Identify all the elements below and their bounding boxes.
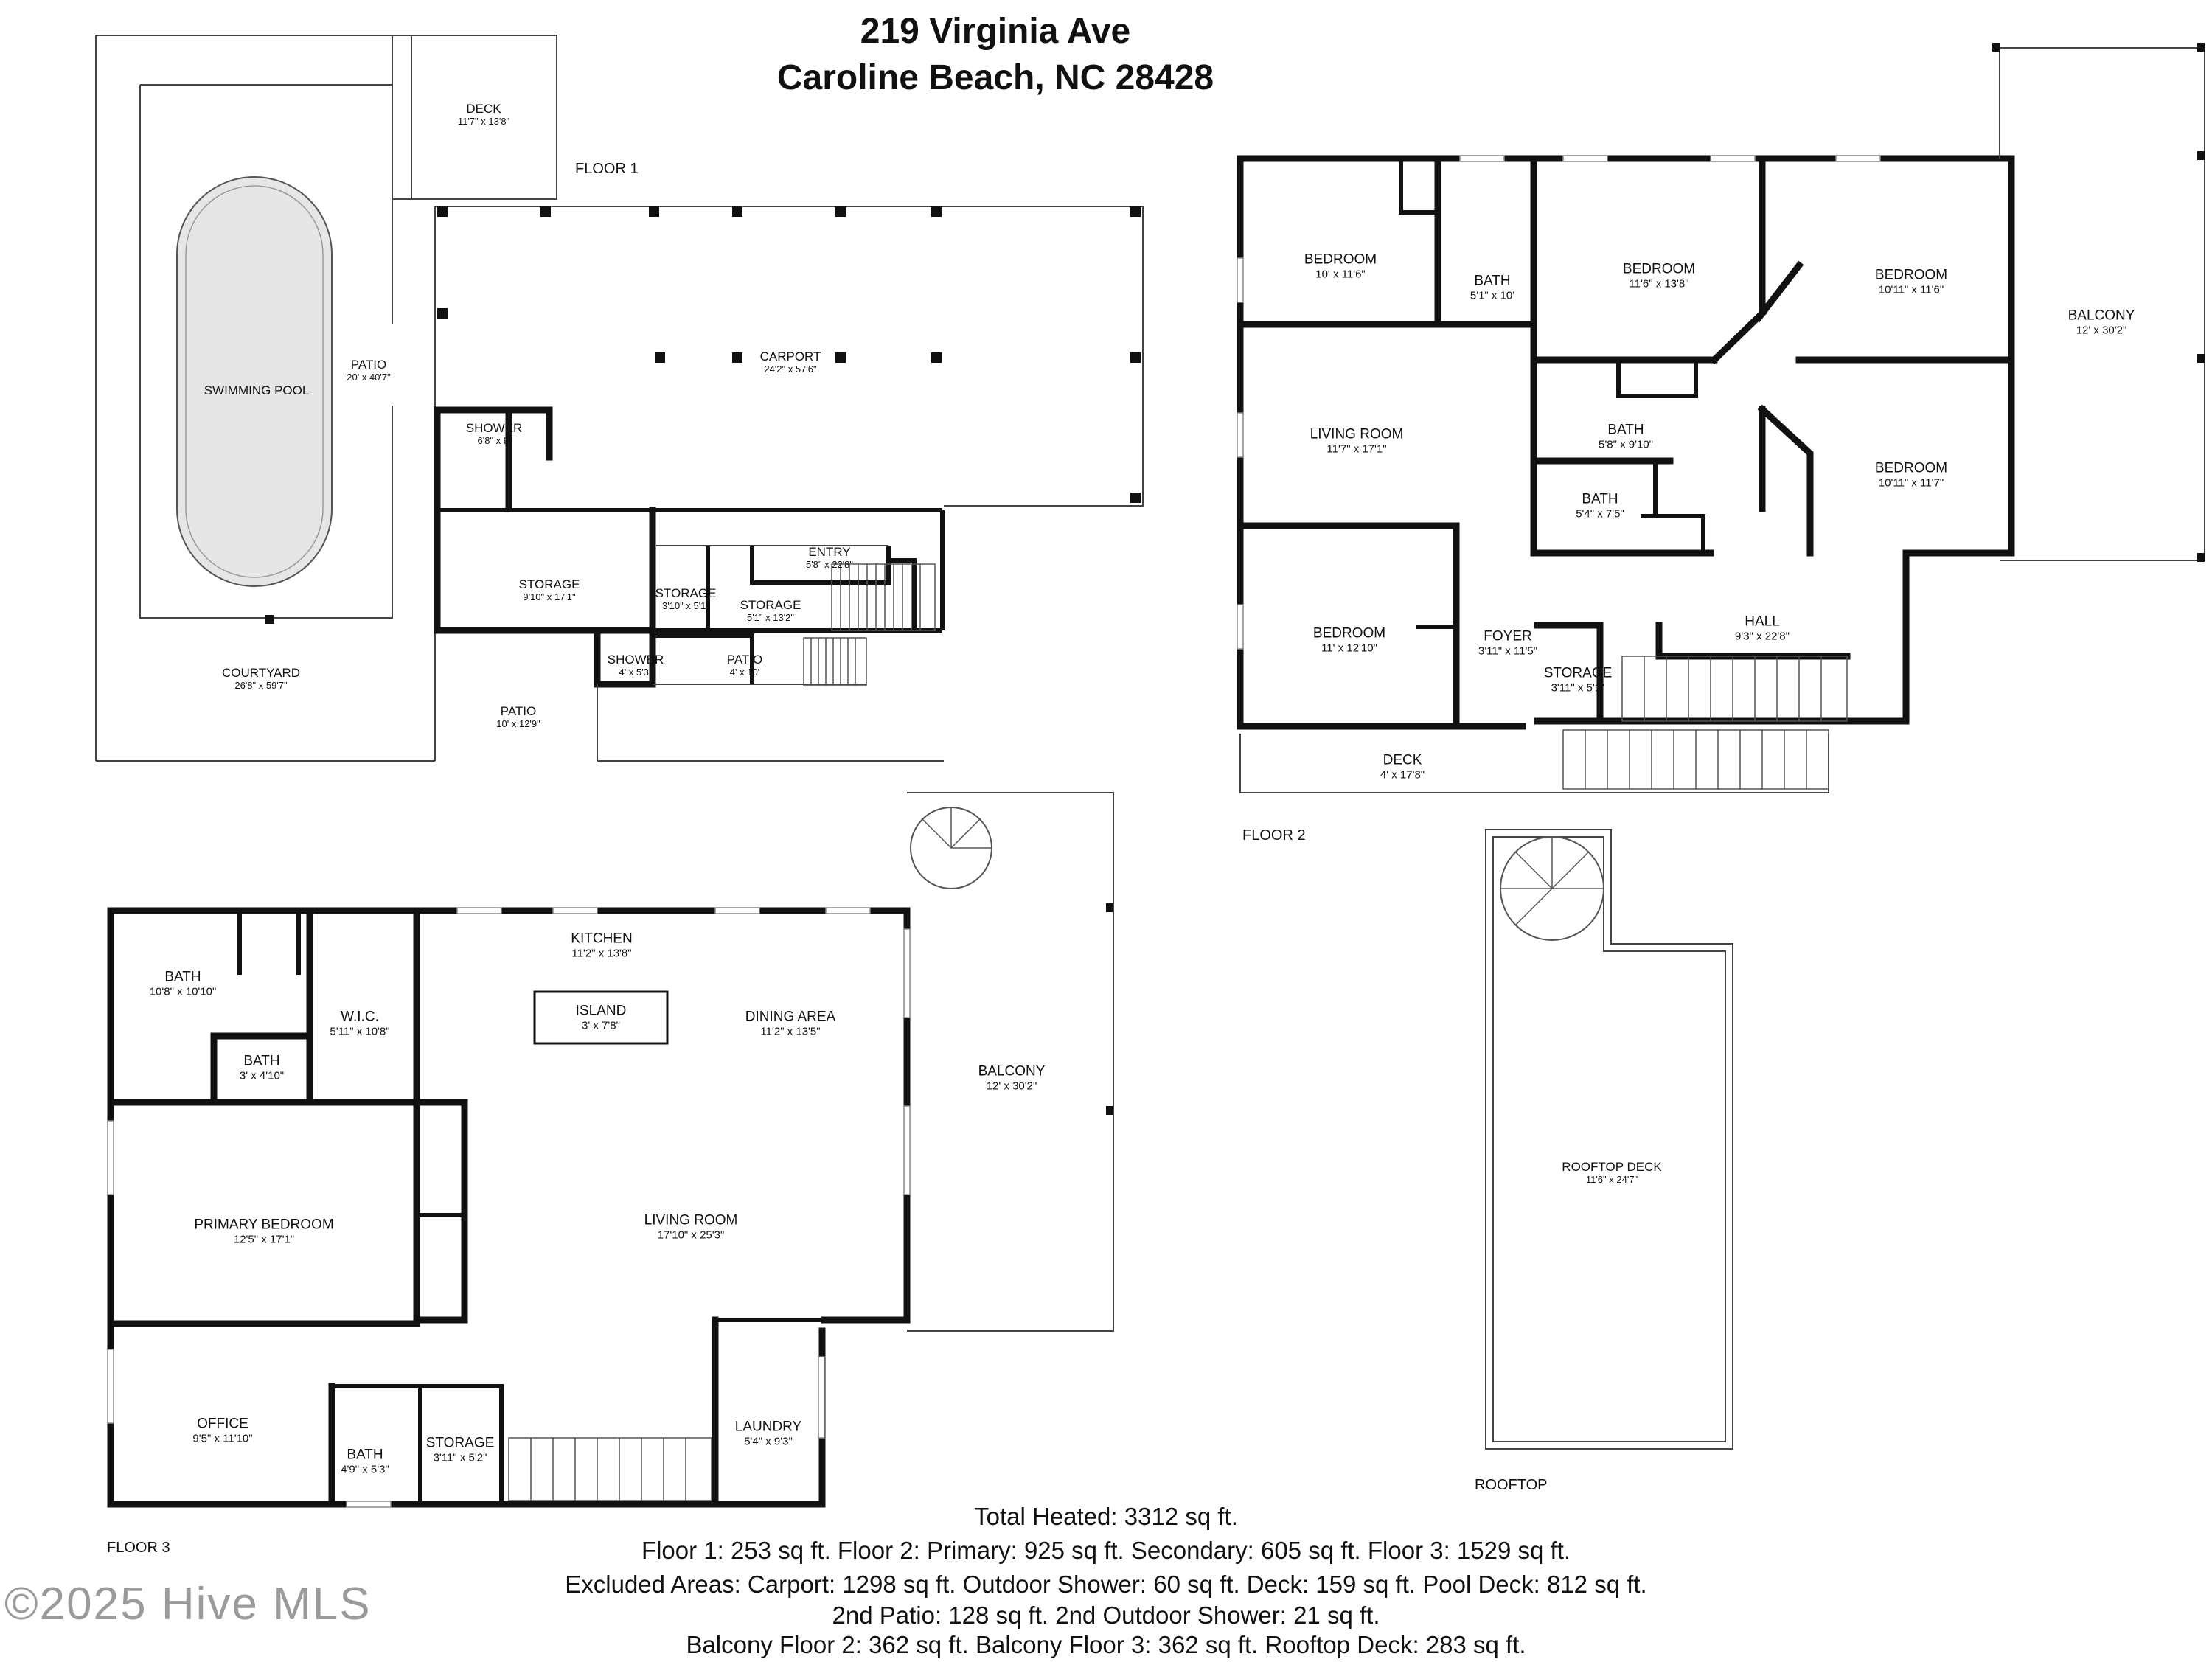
room-swimming-pool: SWIMMING POOL <box>204 383 310 398</box>
summary-excluded: Excluded Areas: Carport: 1298 sq ft. Out… <box>565 1571 1647 1598</box>
floor3-label: FLOOR 3 <box>107 1540 170 1556</box>
summary-patio: 2nd Patio: 128 sq ft. 2nd Outdoor Shower… <box>832 1602 1380 1629</box>
carport-posts <box>437 206 1141 503</box>
rooftop-label: ROOFTOP <box>1475 1477 1548 1493</box>
summary-total: Total Heated: 3312 sq ft. <box>974 1503 1238 1530</box>
summary-balcony: Balcony Floor 2: 362 sq ft. Balcony Floo… <box>686 1631 1526 1658</box>
floor1-label: FLOOR 1 <box>575 161 639 177</box>
floor1-stairs <box>803 563 936 686</box>
floor2-label: FLOOR 2 <box>1242 827 1306 844</box>
floor1-plan <box>95 35 1144 762</box>
floor2-plan <box>1237 43 2205 793</box>
copyright-watermark: ©2025 Hive MLS <box>4 1579 372 1630</box>
room-f3-wic: W.I.C.5'11" x 10'8" <box>330 1009 390 1038</box>
swimming-pool-shape <box>176 176 333 587</box>
floor3-plan <box>107 792 1114 1508</box>
address-line1: 219 Virginia Ave <box>860 12 1131 51</box>
rooftop-plan <box>1485 829 1733 1450</box>
summary-floors: Floor 1: 253 sq ft. Floor 2: Primary: 92… <box>641 1537 1571 1564</box>
address-line2: Caroline Beach, NC 28428 <box>776 58 1214 97</box>
